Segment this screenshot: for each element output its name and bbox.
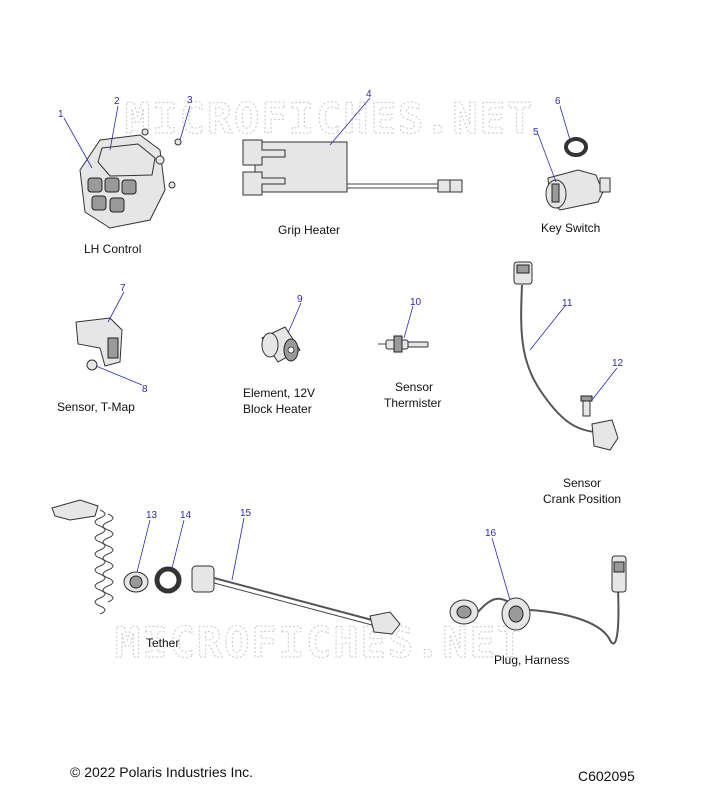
- callout-8: 8: [142, 384, 148, 395]
- callout-5: 5: [533, 127, 539, 138]
- diagram-code: C602095: [578, 768, 635, 784]
- element-block-heater-part: [261, 326, 301, 363]
- callout-11: 11: [562, 298, 573, 309]
- label-tether: Tether: [146, 636, 179, 650]
- callout-12: 12: [612, 358, 624, 369]
- sensor-tmap-part: [75, 317, 123, 371]
- callout-14: 14: [180, 510, 192, 521]
- copyright-text: © 2022 Polaris Industries Inc.: [70, 764, 254, 780]
- sensor-crank-part: [513, 261, 619, 451]
- label-thermister-line2: Thermister: [384, 396, 441, 410]
- callout-10: 10: [410, 297, 422, 308]
- callout-13: 13: [146, 510, 158, 521]
- label-block-heater-line1: Element, 12V: [243, 386, 315, 400]
- callout-9: 9: [297, 294, 303, 305]
- grip-heater-part: [242, 139, 463, 196]
- callout-4: 4: [366, 89, 372, 100]
- label-thermister-line1: Sensor: [395, 380, 433, 394]
- callout-1: 1: [58, 109, 64, 120]
- watermark-bottom: MICROFICHES.NET: [115, 618, 524, 667]
- label-crank-line2: Crank Position: [543, 492, 621, 506]
- callout-15: 15: [240, 508, 252, 519]
- tether-part: [51, 499, 401, 635]
- key-switch-part: [545, 137, 611, 211]
- sensor-thermister-part: [378, 335, 429, 353]
- watermark-top: MICROFICHES.NET: [125, 94, 534, 143]
- label-key-switch: Key Switch: [541, 221, 600, 235]
- callout-3: 3: [187, 95, 193, 106]
- plug-harness-part: [449, 555, 627, 645]
- label-block-heater-line2: Block Heater: [243, 402, 312, 416]
- label-crank-line1: Sensor: [563, 476, 601, 490]
- callout-6: 6: [555, 96, 561, 107]
- label-lh-control: LH Control: [84, 242, 141, 256]
- label-sensor-tmap: Sensor, T-Map: [57, 400, 135, 414]
- callout-7: 7: [120, 283, 126, 294]
- label-grip-heater: Grip Heater: [278, 223, 340, 237]
- callout-2: 2: [114, 96, 120, 107]
- callout-16: 16: [485, 528, 497, 539]
- label-plug-harness: Plug, Harness: [494, 653, 569, 667]
- lh-control-part: [79, 128, 182, 229]
